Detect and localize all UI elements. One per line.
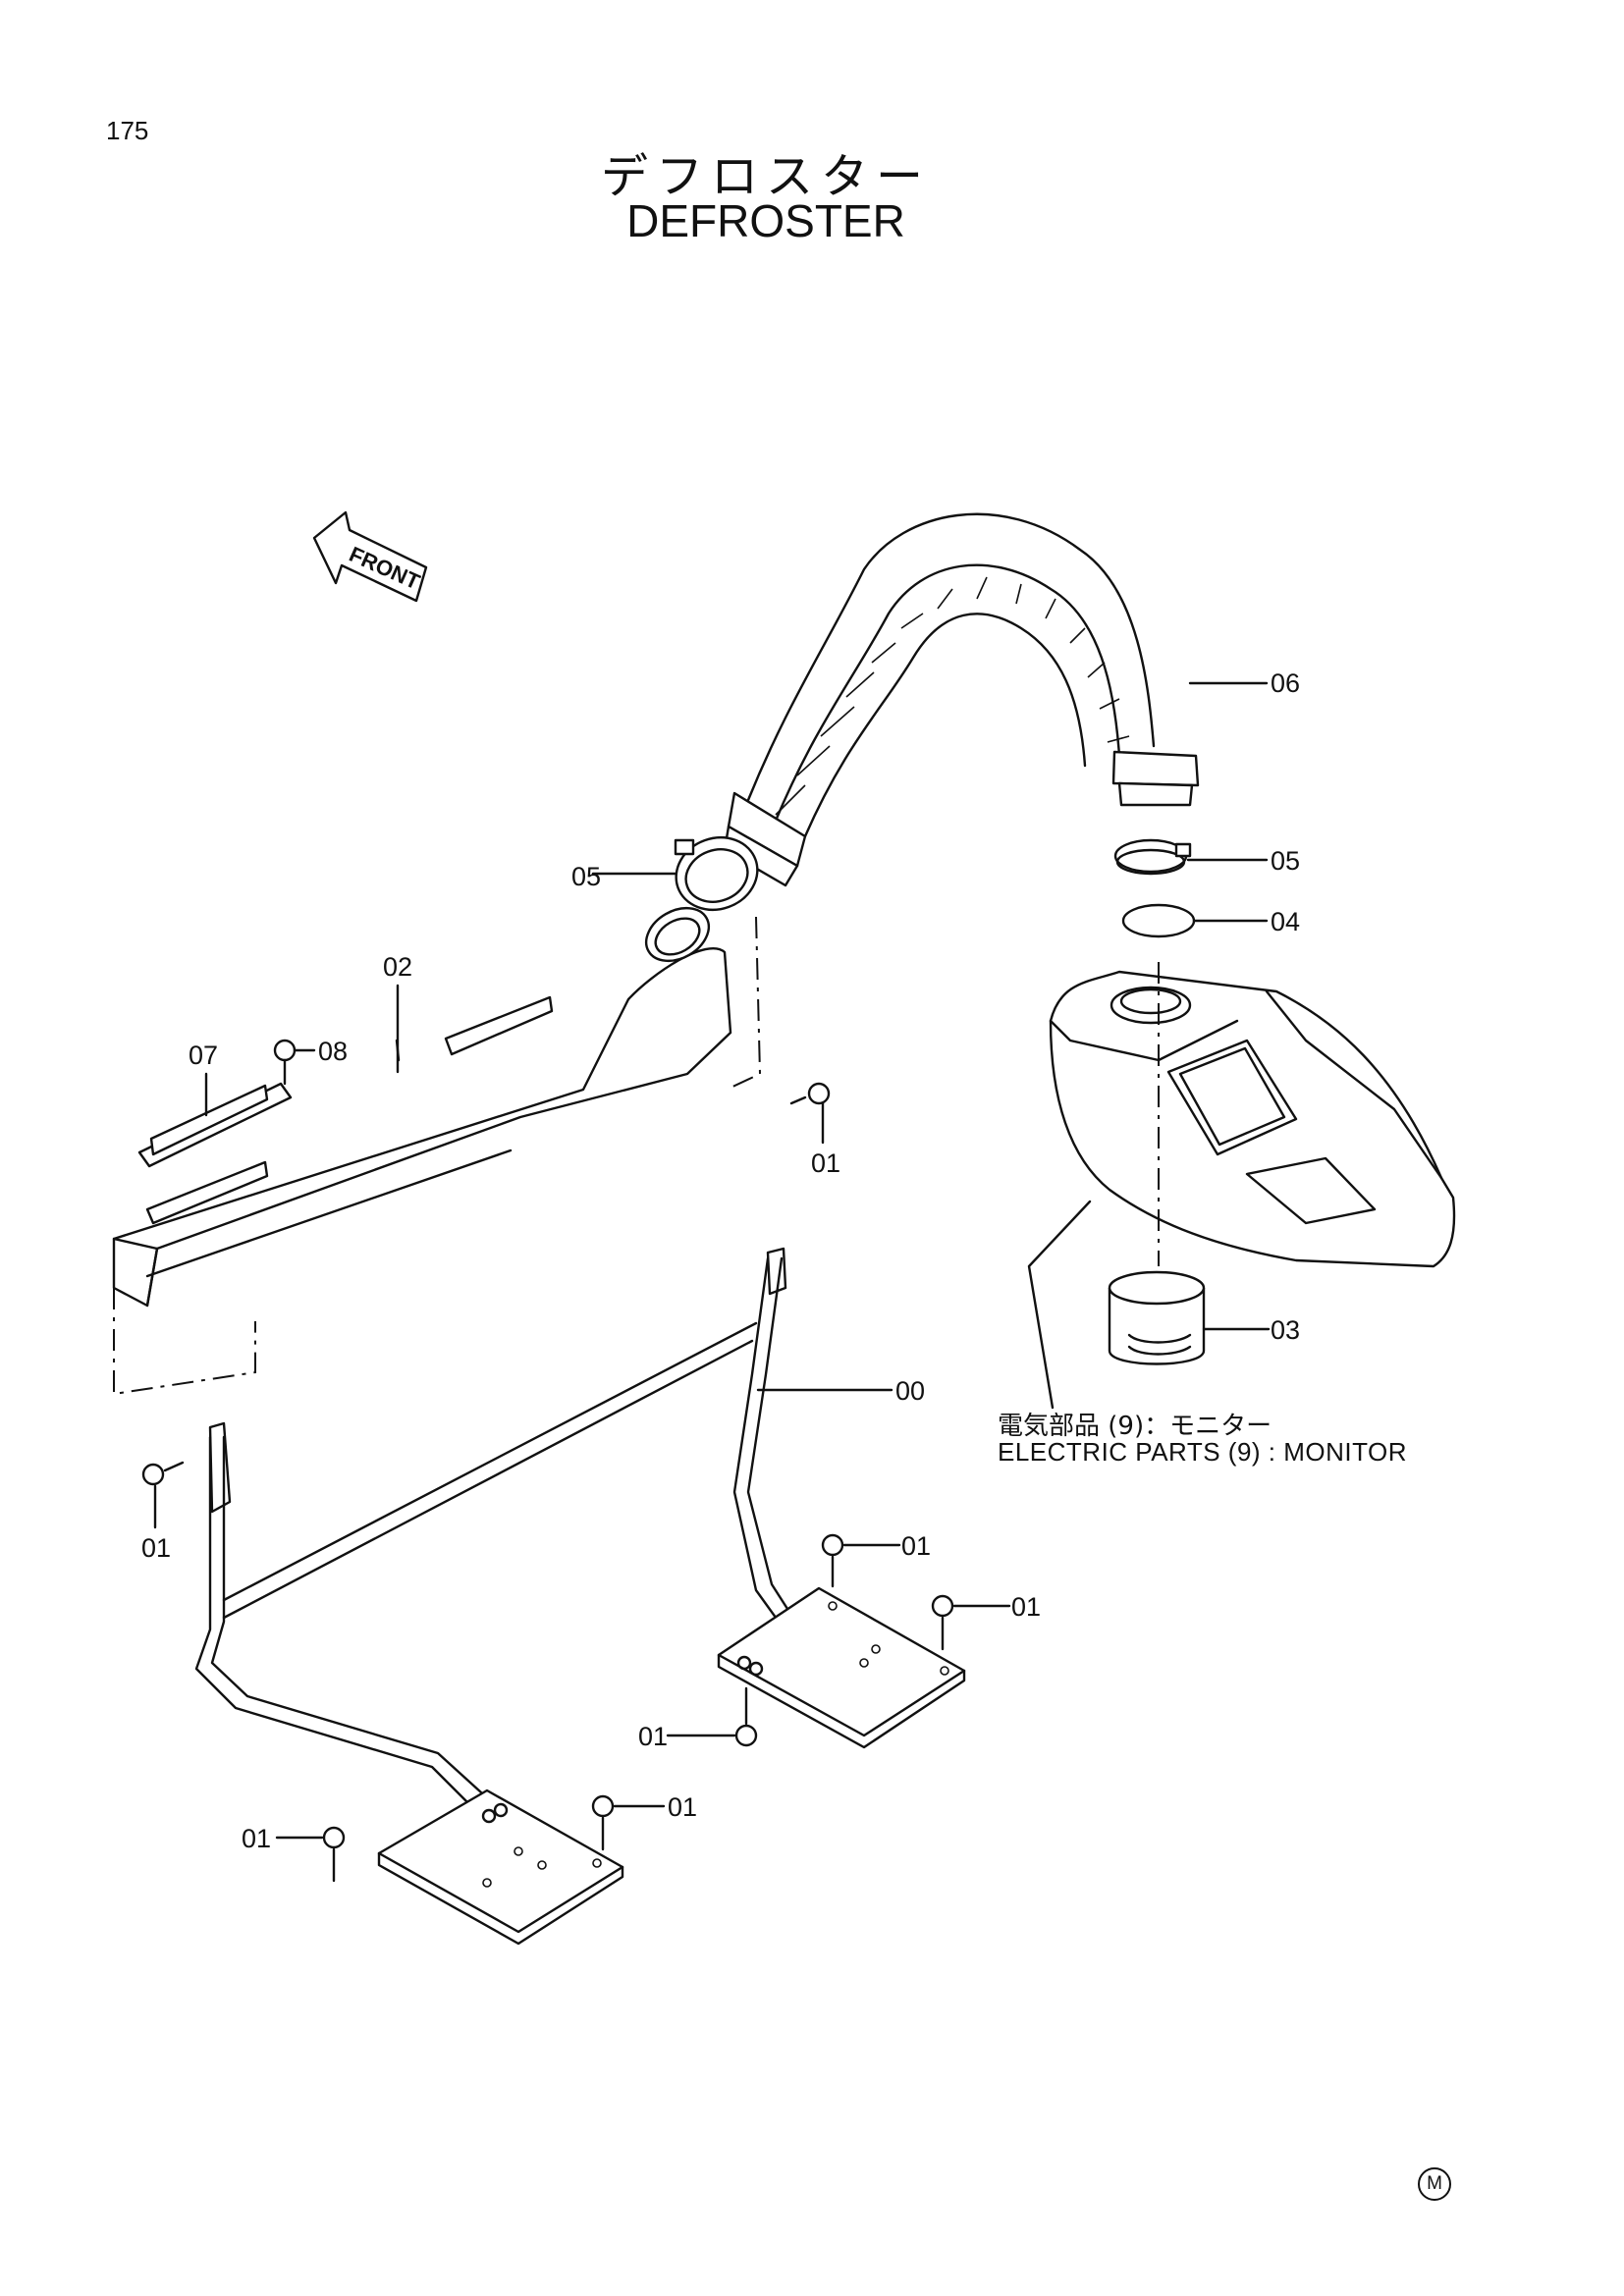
label-07: 07	[189, 1041, 218, 1070]
label-01-d: 01	[1011, 1592, 1041, 1622]
hose-clamp-05-right: 05	[1113, 838, 1300, 876]
label-01-a: 01	[811, 1148, 840, 1178]
base-plate-left	[377, 1789, 624, 1946]
label-01-e: 01	[638, 1722, 668, 1751]
defroster-duct-02: 02	[112, 906, 762, 1396]
bolt-01-a: 01	[789, 1082, 840, 1178]
reference-note-japanese: 電気部品 (9)：モニター	[998, 1412, 1272, 1441]
bolt-01-b: 01	[141, 1461, 185, 1563]
reference-note-english: ELECTRIC PARTS (9) : MONITOR	[998, 1437, 1408, 1467]
label-03: 03	[1271, 1315, 1300, 1345]
bolt-01-c: 01	[821, 1531, 931, 1588]
label-01-g: 01	[242, 1824, 271, 1853]
bolt-01-f: 01	[591, 1792, 697, 1851]
page-number: 175	[106, 116, 149, 145]
hose-06: 06	[723, 512, 1300, 887]
base-plate-right	[717, 1586, 966, 1749]
front-arrow-icon: FRONT	[312, 510, 428, 603]
label-01-f: 01	[668, 1792, 697, 1822]
circled-m-mark: M	[1418, 2167, 1451, 2201]
frame-00: 00	[194, 1247, 925, 1808]
seal-04: 04	[1121, 903, 1300, 938]
label-05-left: 05	[571, 862, 601, 891]
bolt-01-d: 01	[931, 1592, 1041, 1651]
label-00: 00	[895, 1376, 925, 1406]
hose-clamp-05-left: 05	[571, 836, 759, 911]
label-04: 04	[1271, 907, 1300, 936]
label-05-right: 05	[1271, 846, 1300, 876]
bolt-01-g: 01	[242, 1824, 346, 1883]
bracket-07: 07	[137, 1041, 293, 1168]
label-01-b: 01	[141, 1533, 171, 1563]
bolt-01-e: 01	[638, 1686, 758, 1751]
label-06: 06	[1271, 668, 1300, 698]
monitor-housing	[1027, 962, 1456, 1410]
label-01-c: 01	[901, 1531, 931, 1561]
label-02: 02	[383, 952, 412, 982]
title-japanese: デフロスター	[600, 149, 931, 204]
duct-03: 03	[1108, 1270, 1300, 1365]
label-08: 08	[318, 1037, 348, 1066]
bolt-08: 08	[273, 1037, 348, 1086]
title-english: DEFROSTER	[626, 195, 905, 246]
